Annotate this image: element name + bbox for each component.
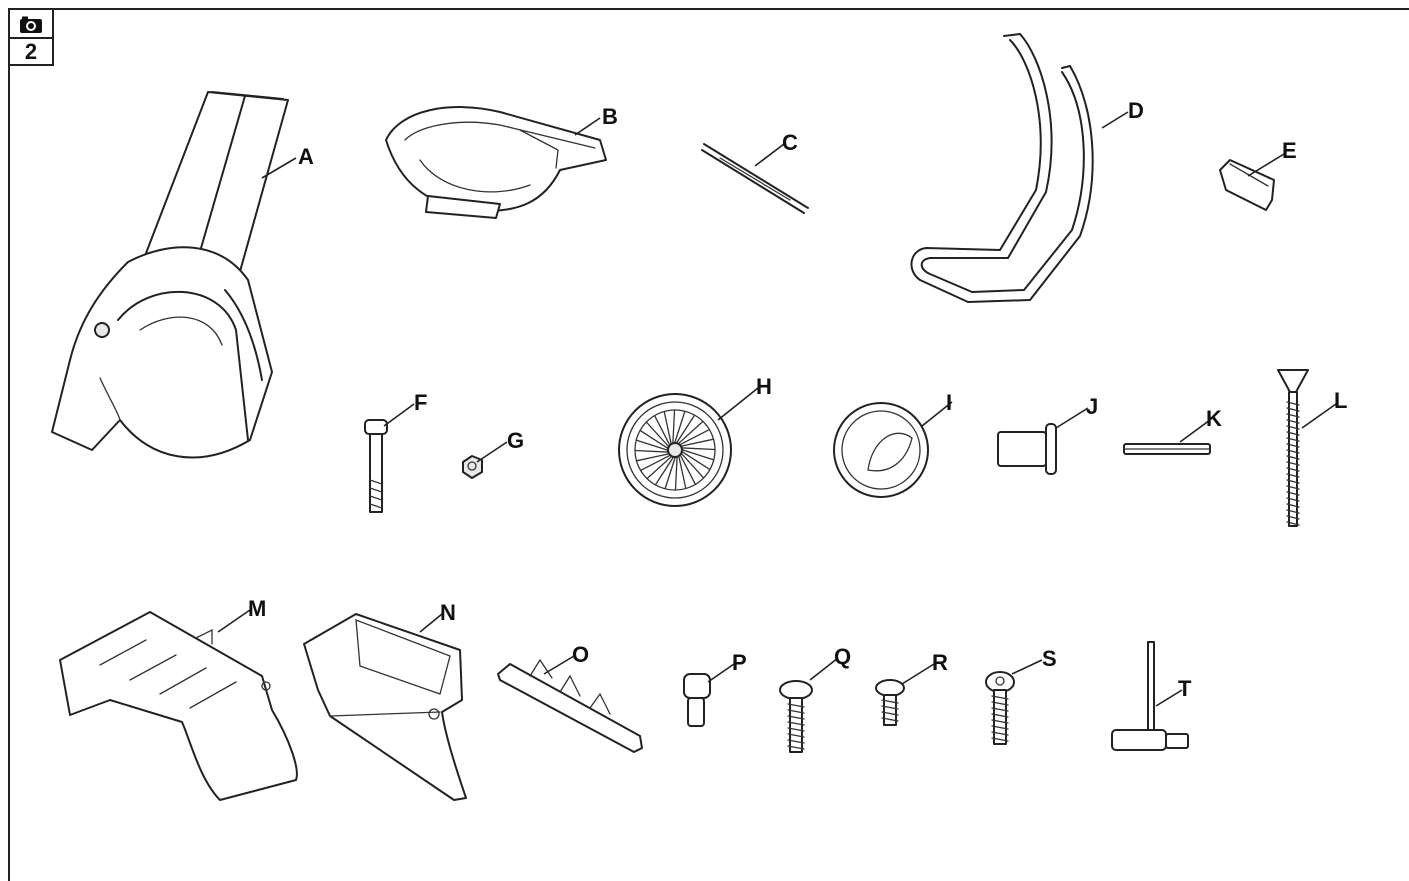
label-g: G <box>507 428 524 453</box>
part-t-tool <box>1111 641 1189 751</box>
figure-frame <box>8 8 1409 881</box>
part-b-motor-cover <box>385 106 607 219</box>
label-m: M <box>248 596 266 621</box>
label-i: I <box>946 390 952 415</box>
figure-number: 2 <box>10 37 52 65</box>
part-k-pin <box>1123 443 1211 455</box>
part-c-shaft <box>701 143 809 214</box>
label-l: L <box>1334 388 1347 413</box>
label-s: S <box>1042 646 1057 671</box>
part-j-bushing <box>997 423 1057 475</box>
part-f-bolt <box>364 419 388 513</box>
part-labels: A B C D E F G H I J K L M N O P Q R S T <box>248 98 1347 701</box>
part-e-clip <box>1219 159 1275 211</box>
part-g-nut <box>462 455 483 479</box>
label-q: Q <box>834 644 851 669</box>
part-d-handle-frame <box>910 33 1094 303</box>
part-q-screw <box>779 680 813 753</box>
camera-icon <box>20 16 42 33</box>
label-o: O <box>572 642 589 667</box>
part-h-wheel <box>618 393 732 507</box>
label-e: E <box>1282 138 1297 163</box>
part-o-bracket-rail <box>497 658 643 753</box>
label-h: H <box>756 374 772 399</box>
label-j: J <box>1086 394 1098 419</box>
part-p-plug <box>683 673 711 727</box>
label-c: C <box>782 130 798 155</box>
label-a: A <box>298 144 314 169</box>
label-t: T <box>1178 676 1192 701</box>
leader-lines <box>217 111 1337 707</box>
figure-badge: 2 <box>8 8 54 66</box>
label-d: D <box>1128 98 1144 123</box>
part-n-blower-housing <box>303 613 467 801</box>
part-m-cover-plate <box>59 611 298 801</box>
label-f: F <box>414 390 427 415</box>
part-r-short-screw <box>875 679 905 726</box>
part-a-blower-tube <box>51 91 289 459</box>
part-l-long-screw <box>1277 369 1309 527</box>
label-r: R <box>932 650 948 675</box>
label-n: N <box>440 600 456 625</box>
label-b: B <box>602 104 618 129</box>
part-i-hubcap <box>833 402 929 498</box>
label-p: P <box>732 650 747 675</box>
label-k: K <box>1206 406 1222 431</box>
part-s-socket-screw <box>985 671 1015 745</box>
